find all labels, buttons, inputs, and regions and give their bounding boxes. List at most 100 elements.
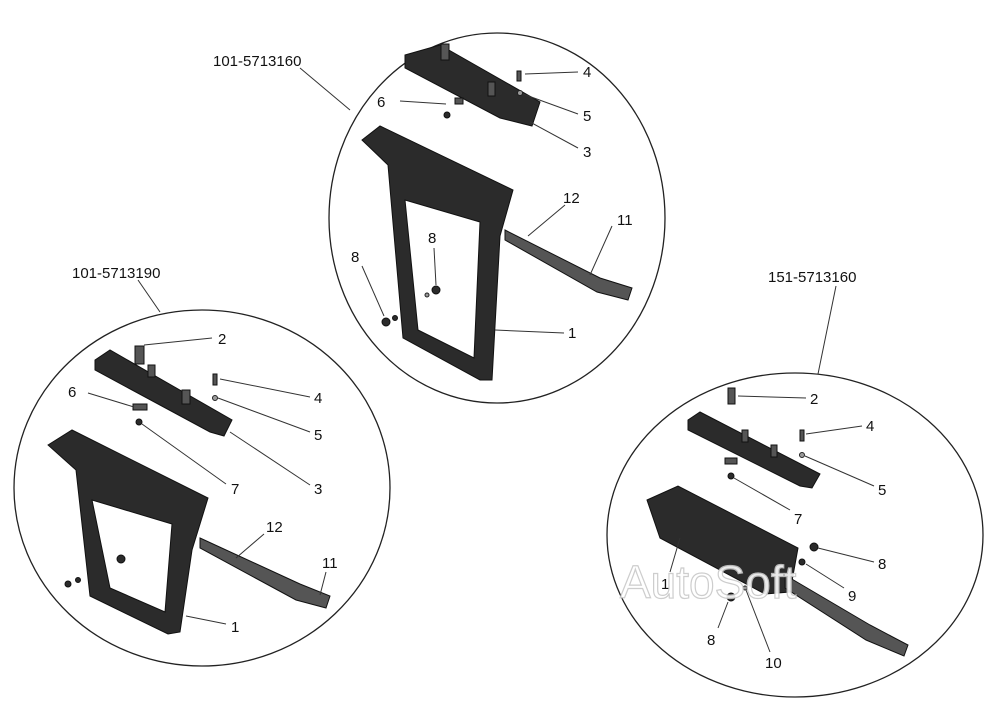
part-label: 6: [377, 94, 385, 111]
clip-part: [724, 457, 738, 465]
stud-part: [147, 364, 156, 378]
part-label: 11: [617, 212, 633, 229]
part-label: 5: [878, 482, 886, 499]
watermark-logo: AutoSoft: [620, 556, 797, 608]
leader: [522, 93, 579, 115]
part-label: 5: [314, 427, 322, 444]
rod-part: [504, 229, 633, 301]
part-label: 7: [231, 481, 239, 498]
leader: [185, 615, 227, 625]
leader: [737, 395, 807, 399]
clip-part: [132, 403, 148, 411]
nut-part: [116, 554, 126, 564]
part-label: 8: [878, 556, 886, 573]
leader: [529, 121, 579, 149]
part-label: 1: [231, 619, 239, 636]
washer-part: [742, 585, 748, 591]
assembly-101-5713160: 101-5713160 4 6 5 3 12 11 8: [213, 32, 666, 404]
assembly-boundary: [13, 309, 391, 667]
nut-part: [726, 592, 736, 602]
frame-window: [91, 499, 173, 613]
nut-part: [75, 577, 81, 583]
leader: [589, 225, 613, 276]
nut-part: [431, 285, 441, 295]
part-label: 12: [563, 190, 580, 207]
code-leader: [817, 285, 837, 375]
leader: [219, 378, 311, 398]
washer-part: [517, 90, 523, 96]
nut-part: [381, 317, 391, 327]
washer-part: [727, 472, 735, 480]
part-label: 6: [68, 384, 76, 401]
assembly-101-5713190: 101-5713190 2 4 6 5 7 3 12 1: [13, 265, 391, 667]
washer-part: [212, 395, 218, 401]
assembly-151-5713160: 151-5713160 2 4 5 7 8 1 9 8 10: [606, 269, 984, 698]
leader: [141, 423, 227, 485]
leader: [235, 533, 265, 559]
leader: [527, 204, 566, 237]
rod-part: [784, 574, 909, 657]
leader: [669, 537, 681, 573]
leader: [817, 547, 875, 563]
nut-part: [392, 315, 398, 321]
rod-part: [199, 537, 331, 609]
code-leader: [299, 67, 351, 111]
washer-part: [799, 452, 805, 458]
part-label: 1: [568, 325, 576, 342]
leader: [805, 563, 845, 589]
part-label: 4: [314, 390, 322, 407]
washer-part: [424, 292, 430, 298]
part-label: 9: [848, 588, 856, 605]
leader: [733, 477, 791, 511]
stud-part: [440, 43, 450, 61]
washer-part: [135, 418, 143, 426]
bracket-part: [404, 44, 541, 127]
assembly-code: 101-5713190: [72, 265, 160, 282]
leader: [361, 265, 385, 317]
washer-part: [443, 111, 451, 119]
assembly-boundary: [606, 372, 984, 698]
bolt-part: [516, 70, 522, 82]
nut-part: [64, 580, 72, 588]
leader: [433, 247, 437, 286]
leader: [143, 337, 213, 346]
leader: [717, 601, 729, 629]
stud-part: [741, 429, 749, 443]
leader: [217, 397, 311, 433]
leader: [319, 571, 327, 596]
nut-part: [798, 558, 806, 566]
part-label: 7: [794, 511, 802, 528]
part-label: 4: [583, 64, 591, 81]
code-leader: [137, 279, 161, 313]
leader: [805, 425, 863, 435]
bolt-part: [799, 429, 805, 442]
frame-part: [646, 485, 799, 595]
stud-part: [181, 389, 191, 405]
part-label: 8: [707, 632, 715, 649]
part-label: 1: [661, 576, 669, 593]
leader: [229, 431, 311, 486]
leader: [745, 589, 771, 653]
bracket-part: [94, 349, 233, 437]
part-label: 8: [428, 230, 436, 247]
assembly-code: 151-5713160: [768, 269, 856, 286]
assembly-boundary: [328, 32, 666, 404]
part-label: 2: [218, 331, 226, 348]
part-label: 11: [322, 555, 338, 572]
part-label: 8: [351, 249, 359, 266]
frame-window: [404, 199, 481, 359]
part-label: 12: [266, 519, 283, 536]
stud-part: [770, 444, 778, 458]
bolt-part: [727, 387, 736, 405]
part-label: 4: [866, 418, 874, 435]
stud-part: [487, 81, 496, 97]
part-label: 3: [583, 144, 591, 161]
part-label: 5: [583, 108, 591, 125]
bracket-part: [687, 411, 821, 489]
part-label: 10: [765, 655, 782, 672]
leader: [494, 329, 565, 334]
part-label: 3: [314, 481, 322, 498]
leader: [524, 71, 579, 75]
